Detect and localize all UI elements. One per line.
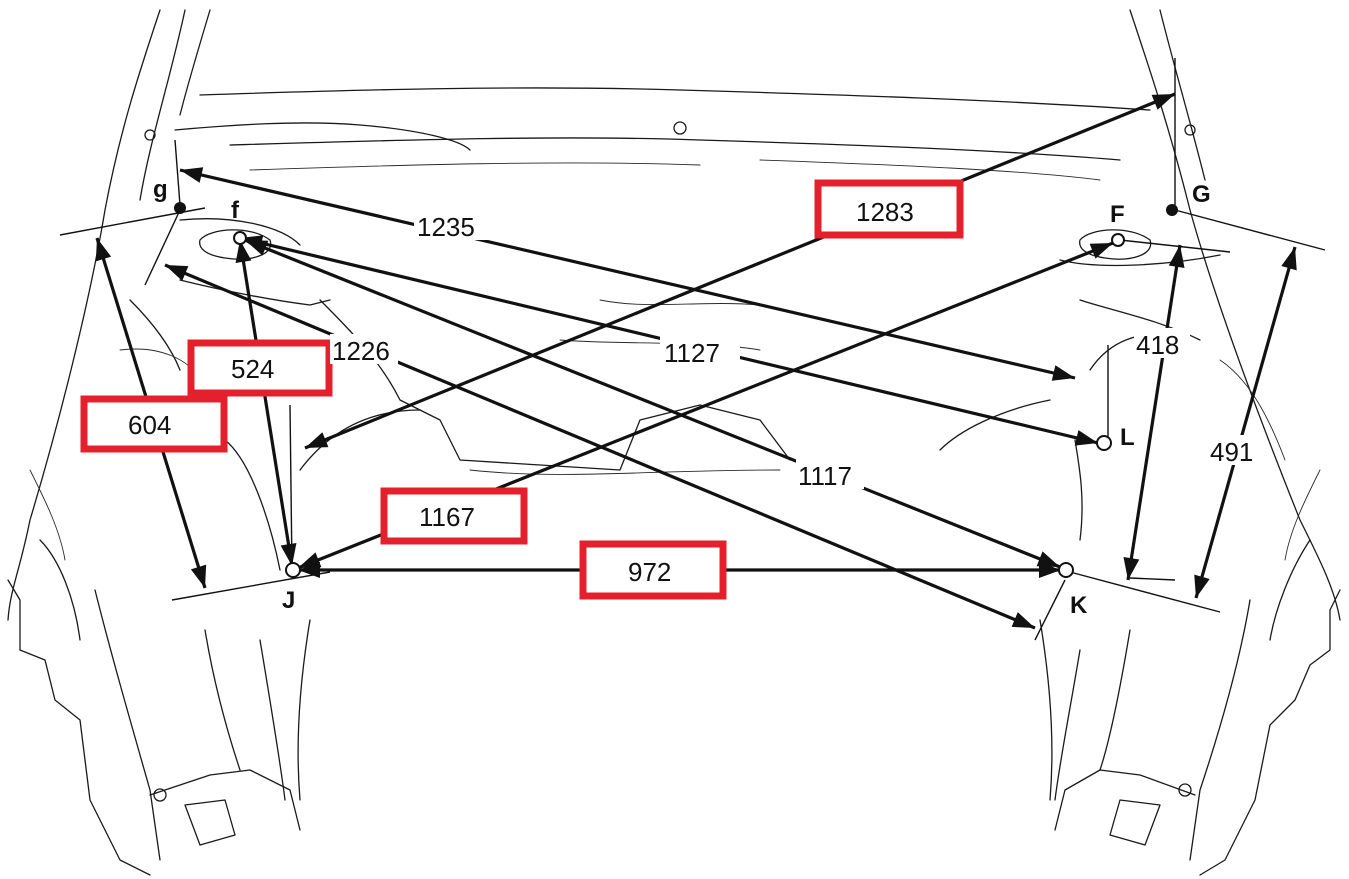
dim-line-524 bbox=[238, 239, 294, 567]
highlight-1167 bbox=[380, 487, 528, 545]
dim-line-1235-arrow-start bbox=[180, 167, 204, 183]
point-L-label: L bbox=[1120, 424, 1135, 451]
dim-line-1235-arrow-end bbox=[1051, 365, 1075, 381]
point-f-dot bbox=[233, 231, 247, 245]
dim-line-491-arrow-start bbox=[1281, 247, 1297, 271]
highlight-524 bbox=[187, 339, 333, 397]
dim-line-1167-arrow-end bbox=[1089, 243, 1113, 259]
dim-label-972: 972 bbox=[628, 557, 671, 587]
point-K-dot bbox=[1058, 562, 1074, 578]
dim-line-418 bbox=[1126, 244, 1182, 581]
dim-label-418: 418 bbox=[1136, 330, 1179, 360]
point-J-label: J bbox=[282, 587, 295, 614]
highlight-1283 bbox=[814, 179, 964, 239]
measurement-points: g f F G L J K bbox=[153, 176, 1211, 619]
dim-line-418-arrow-start bbox=[1168, 245, 1185, 268]
dim-line-1226-arrow-start bbox=[165, 265, 189, 281]
point-F-label: F bbox=[1110, 201, 1125, 228]
point-g-label: g bbox=[153, 176, 168, 203]
dimension-labels: 1235 1283 1226 1127 524 604 1117 1167 97… bbox=[128, 197, 1264, 587]
dim-line-604-arrow-start bbox=[95, 238, 112, 262]
dim-line-1226-arrow-end bbox=[1011, 612, 1035, 628]
dim-label-1127: 1127 bbox=[664, 338, 720, 368]
point-L-dot bbox=[1096, 435, 1112, 451]
dim-line-418-arrow-end bbox=[1123, 557, 1140, 580]
dim-line-972-arrow-start bbox=[298, 562, 320, 578]
car-body-outline bbox=[7, 9, 1341, 876]
point-K-label: K bbox=[1070, 592, 1088, 619]
dim-line-524-arrow-end bbox=[280, 543, 297, 566]
dim-label-604: 604 bbox=[128, 410, 171, 440]
dim-line-1283 bbox=[304, 92, 1176, 450]
dim-label-1235: 1235 bbox=[417, 212, 475, 242]
dim-label-1283: 1283 bbox=[856, 197, 914, 227]
dim-line-491 bbox=[1194, 246, 1297, 599]
dim-line-1117-arrow-end bbox=[1036, 551, 1060, 567]
dim-label-491: 491 bbox=[1210, 437, 1253, 467]
point-G-dot bbox=[1166, 204, 1178, 216]
dim-line-1117-arrow-start bbox=[245, 240, 269, 256]
dim-line-1283-arrow-start bbox=[305, 432, 329, 448]
dim-line-1283-arrow-end bbox=[1151, 94, 1175, 110]
dim-label-1167: 1167 bbox=[419, 502, 475, 532]
point-f-label: f bbox=[231, 197, 240, 224]
dim-line-524-arrow-start bbox=[235, 240, 252, 263]
dim-line-972-arrow-end bbox=[1039, 562, 1061, 578]
point-G-label: G bbox=[1192, 181, 1211, 208]
highlight-972 bbox=[579, 540, 727, 600]
point-F-dot bbox=[1111, 233, 1125, 247]
dim-line-604-arrow-end bbox=[190, 564, 207, 588]
point-J-dot bbox=[285, 562, 301, 578]
dim-label-524: 524 bbox=[231, 354, 274, 384]
dim-label-1226: 1226 bbox=[332, 336, 390, 366]
dim-line-1235 bbox=[179, 168, 1076, 380]
highlight-604 bbox=[80, 395, 228, 453]
dim-line-491-arrow-end bbox=[1194, 574, 1210, 598]
dim-line-1117 bbox=[244, 238, 1061, 569]
highlight-boxes bbox=[80, 179, 964, 600]
dim-label-1117: 1117 bbox=[798, 461, 852, 491]
point-g-dot bbox=[174, 202, 186, 214]
dim-line-1127-arrow-end bbox=[1074, 430, 1098, 446]
